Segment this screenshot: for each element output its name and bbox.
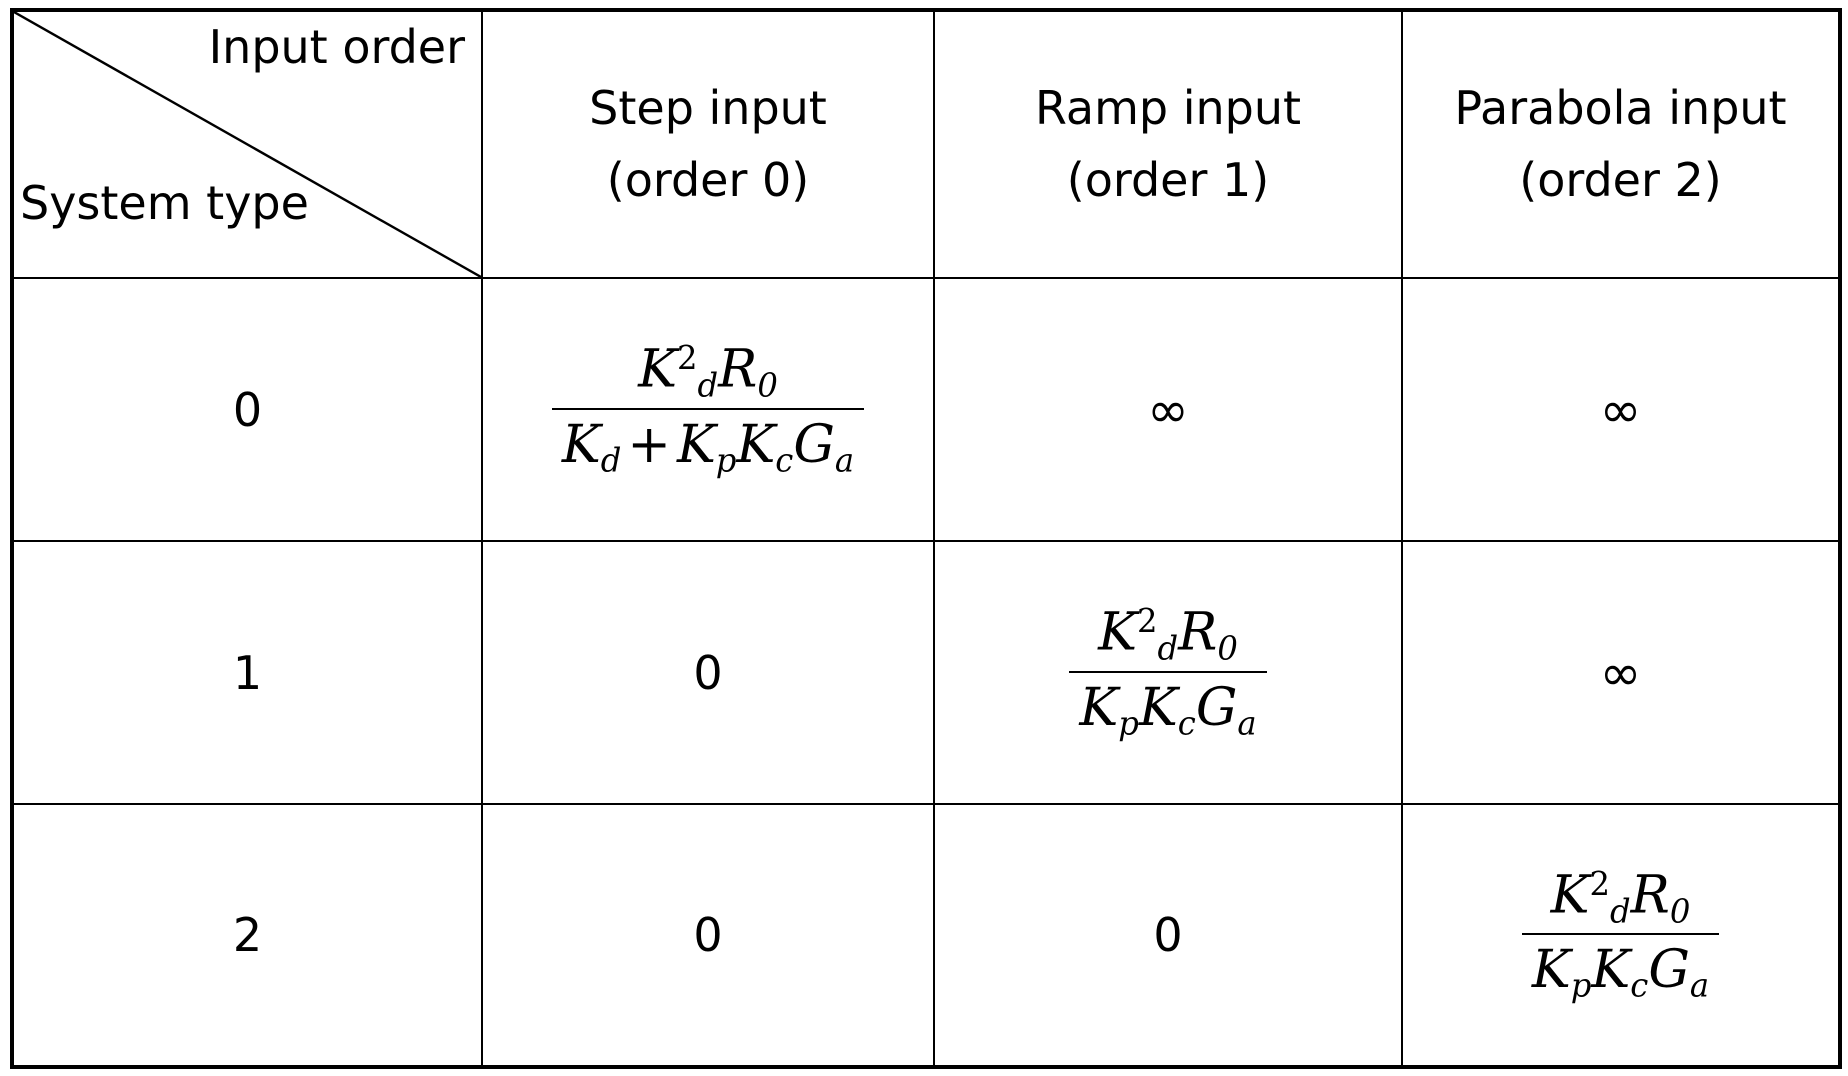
steady-state-error-table: Input order System type Step input (orde… (10, 8, 1842, 1069)
fraction-denominator: KpKcGa (1069, 670, 1267, 743)
sym-K: K (1531, 940, 1571, 1001)
row-label-system-type-1: 1 (11, 540, 483, 805)
sym-R: R (1178, 603, 1218, 664)
column-header-step-input: Step input (order 0) (481, 9, 935, 279)
column-header-ramp-input-line2: (order 1) (1066, 152, 1270, 207)
sym-subscript: p (715, 441, 737, 480)
sym-K: K (676, 414, 716, 475)
column-header-parabola-input-line1: Parabola input (1454, 81, 1787, 136)
table-row: 0 K2dR0 Kd+KpKcGa ∞ ∞ (11, 277, 1841, 542)
sym-subscript: c (1630, 967, 1649, 1006)
sym-R-subscript: 0 (1217, 629, 1238, 668)
sym-G: G (1195, 677, 1238, 738)
sym-K: K (561, 414, 601, 475)
cell-type0-ramp: ∞ (933, 277, 1403, 542)
sym-subscript: p (1118, 704, 1139, 743)
sym-G: G (793, 414, 835, 475)
sym-subscript: a (1237, 704, 1257, 743)
sym-K-superscript: 2 (1137, 602, 1158, 641)
corner-system-type-label: System type (20, 176, 309, 231)
sym-K: K (1138, 677, 1178, 738)
sym-K-subscript: d (697, 366, 719, 405)
row-label-system-type-2: 2 (11, 803, 483, 1068)
cell-type1-parabola: ∞ (1401, 540, 1841, 805)
cell-type0-parabola: ∞ (1401, 277, 1841, 542)
column-header-step-input-line2: (order 0) (606, 152, 810, 207)
sym-K-subscript: d (1157, 629, 1179, 668)
sym-K: K (1079, 677, 1119, 738)
sym-R-subscript: 0 (757, 366, 778, 405)
sym-subscript: a (1689, 967, 1710, 1006)
cell-type2-step: 0 (481, 803, 935, 1068)
sym-subscript: c (1177, 704, 1196, 743)
sym-G: G (1648, 940, 1690, 1001)
sym-R: R (1630, 865, 1670, 926)
fraction-type0-step: K2dR0 Kd+KpKcGa (551, 340, 865, 480)
cell-type0-step: K2dR0 Kd+KpKcGa (481, 277, 935, 542)
sym-K: K (736, 414, 776, 475)
fraction-type1-ramp: K2dR0 KpKcGa (1069, 603, 1267, 743)
fraction-type2-parabola: K2dR0 KpKcGa (1521, 866, 1720, 1006)
sym-K-subscript: d (1610, 892, 1631, 931)
fraction-numerator: K2dR0 (1522, 866, 1719, 933)
table-row: 2 0 0 K2dR0 KpKcGa (11, 803, 1841, 1068)
sym-subscript: c (775, 441, 794, 480)
sym-K: K (1098, 603, 1138, 664)
sym-subscript: a (834, 441, 855, 480)
column-header-ramp-input: Ramp input (order 1) (933, 9, 1403, 279)
sym-K: K (638, 340, 677, 401)
sym-subscript: p (1570, 967, 1592, 1006)
cell-type1-step: 0 (481, 540, 935, 805)
sym-K: K (1550, 865, 1590, 926)
corner-input-order-label: Input order (208, 20, 465, 74)
sym-subscript: d (600, 441, 622, 480)
corner-header-cell: Input order System type (11, 9, 483, 279)
sym-K-superscript: 2 (1589, 864, 1611, 903)
sym-K: K (1591, 940, 1631, 1001)
sym-K-superscript: 2 (677, 339, 698, 378)
row-label-system-type-0: 0 (11, 277, 483, 542)
diagonal-divider-icon (14, 12, 481, 277)
table-header-row: Input order System type Step input (orde… (11, 9, 1841, 279)
fraction-denominator: KpKcGa (1521, 933, 1720, 1006)
sym-R-subscript: 0 (1669, 892, 1691, 931)
fraction-numerator: K2dR0 (552, 340, 864, 407)
column-header-parabola-input-line2: (order 2) (1519, 152, 1722, 207)
cell-type1-ramp: K2dR0 KpKcGa (933, 540, 1403, 805)
fraction-denominator: Kd+KpKcGa (551, 407, 865, 480)
cell-type2-parabola: K2dR0 KpKcGa (1401, 803, 1841, 1068)
fraction-numerator: K2dR0 (1069, 603, 1266, 670)
column-header-step-input-line1: Step input (589, 81, 827, 136)
column-header-parabola-input: Parabola input (order 2) (1401, 9, 1841, 279)
cell-type2-ramp: 0 (933, 803, 1403, 1068)
sym-plus: + (627, 414, 671, 475)
column-header-ramp-input-line1: Ramp input (1034, 81, 1302, 136)
table-row: 1 0 K2dR0 KpKcGa ∞ (11, 540, 1841, 805)
sym-R: R (718, 340, 758, 401)
